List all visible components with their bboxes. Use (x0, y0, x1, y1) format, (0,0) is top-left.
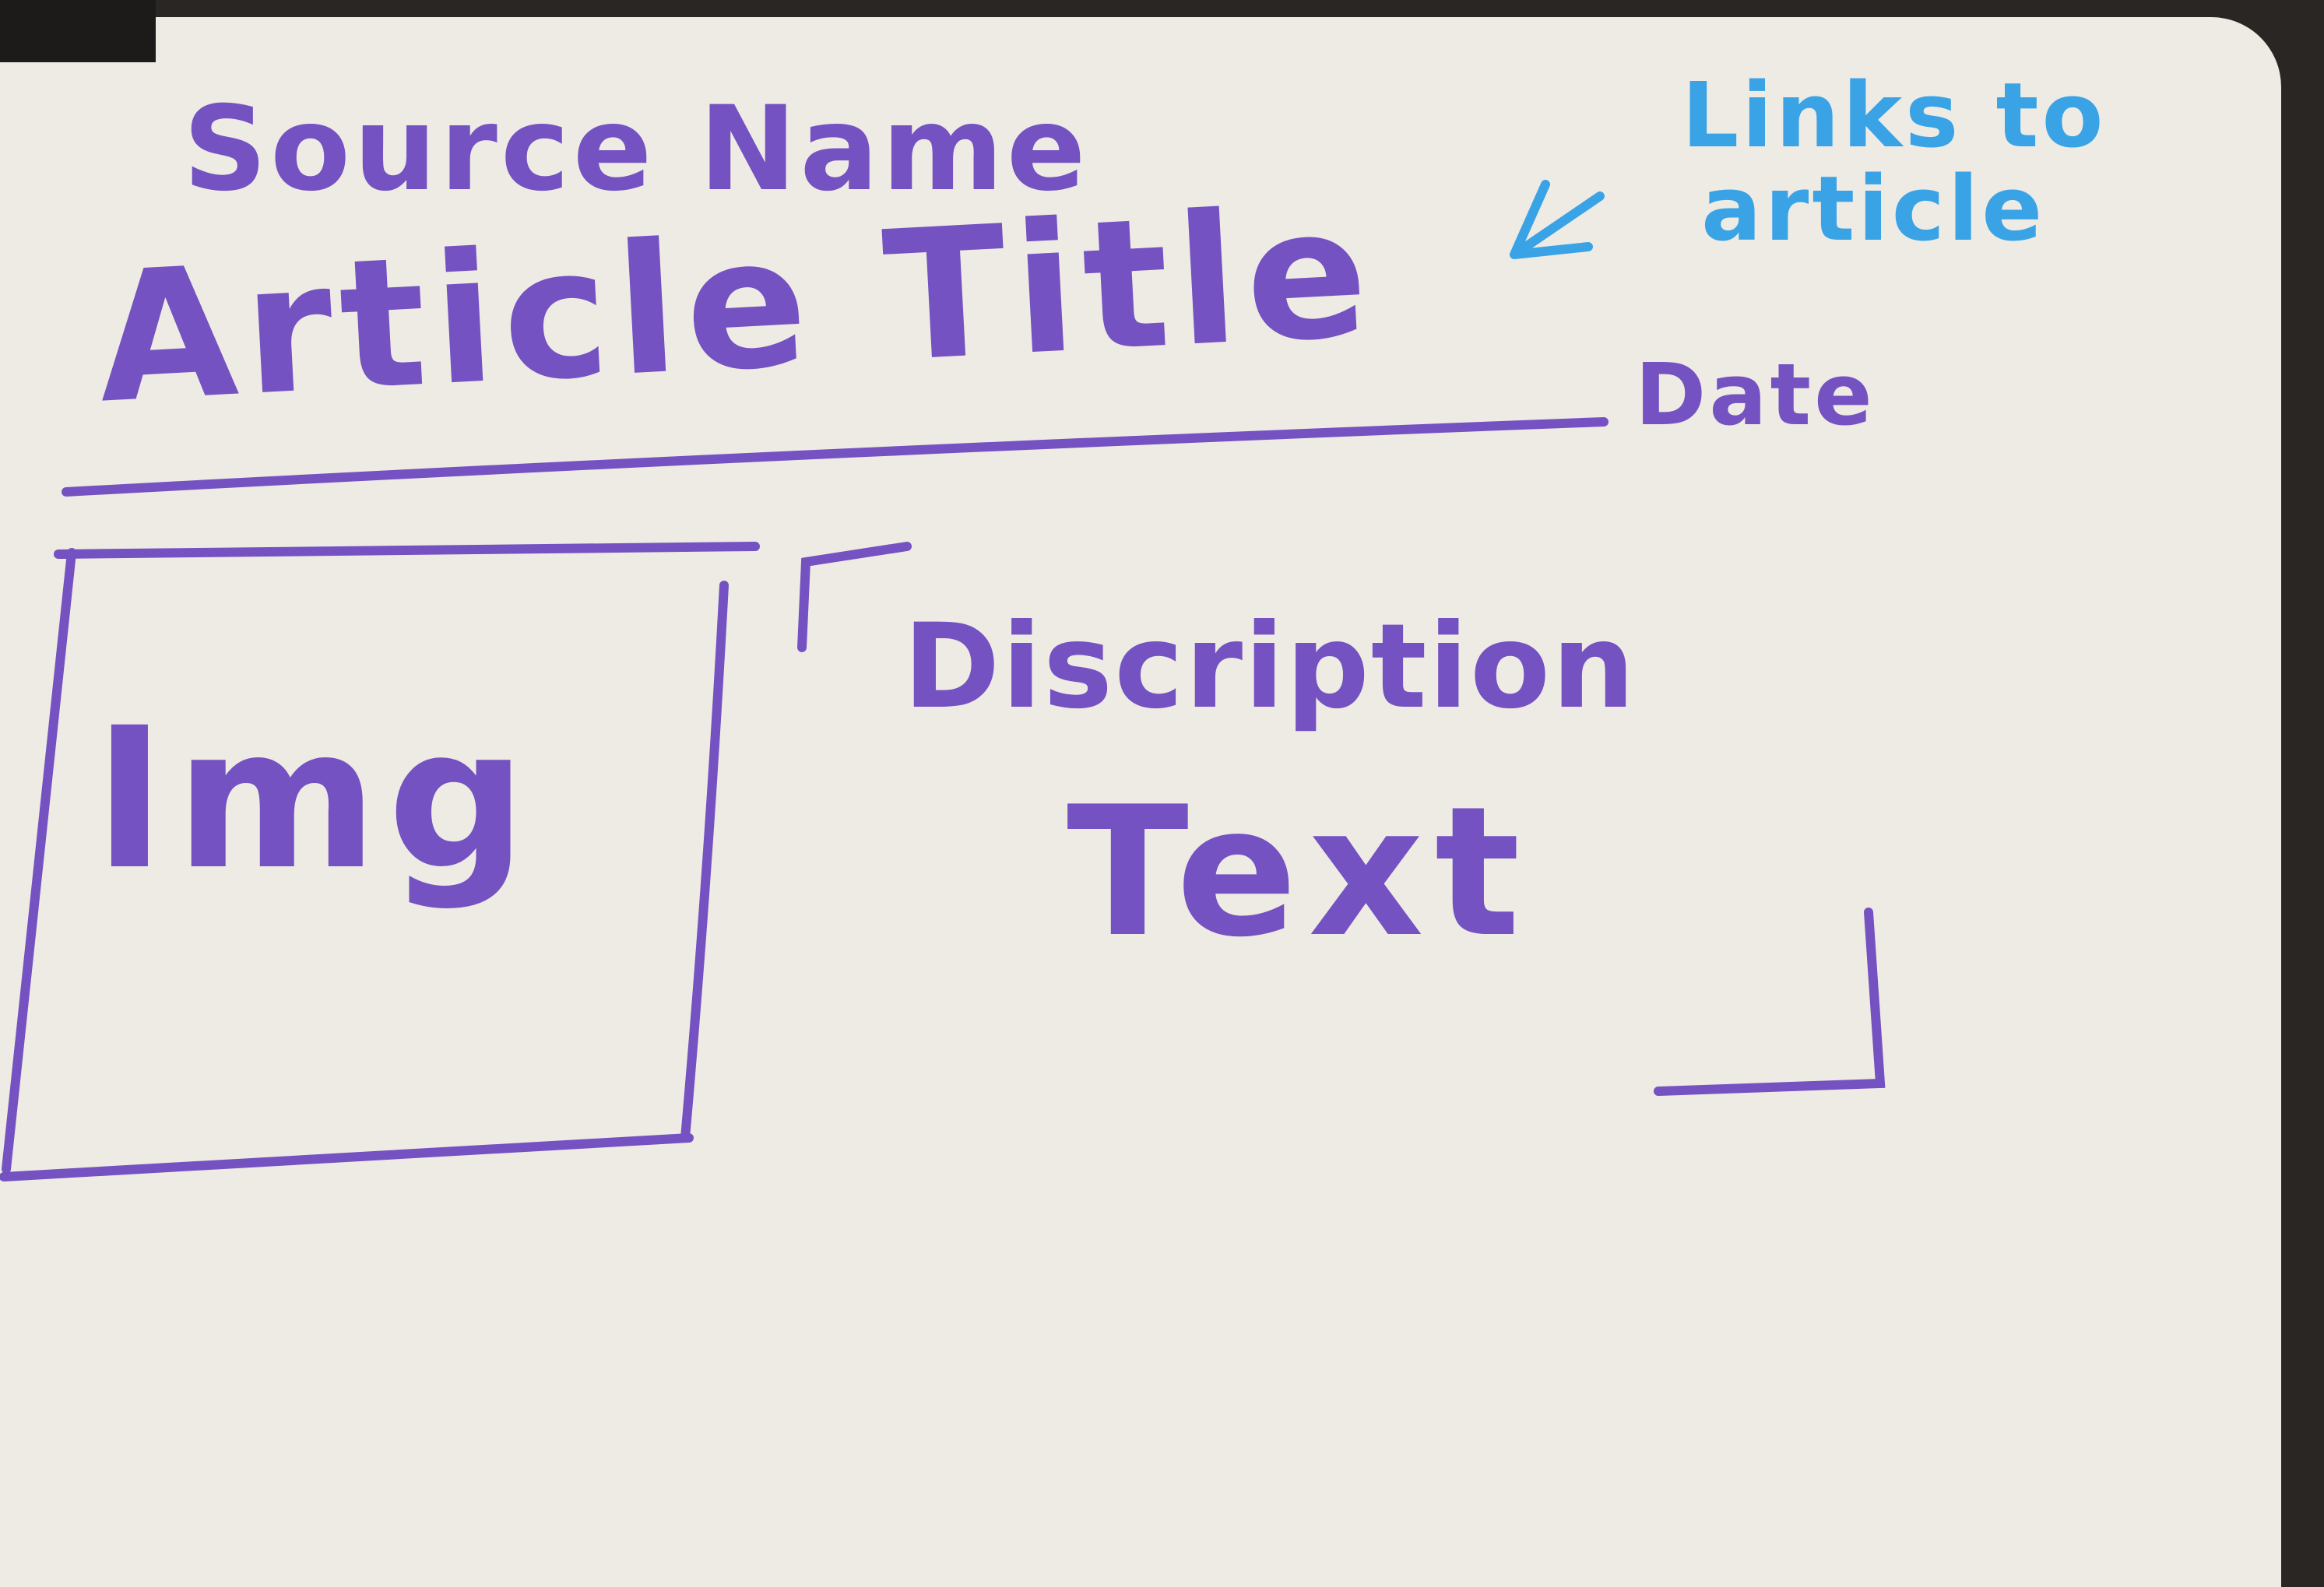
description-bracket-top-left (797, 542, 912, 652)
description-line-2: Text (1067, 769, 1531, 977)
arrow-down-left-icon (1510, 180, 1605, 259)
note-line-2: article (1701, 157, 2046, 262)
whiteboard: Source Name Article Title Date Links to … (0, 17, 2281, 1587)
description-line-1: Discription (903, 599, 1637, 735)
title-underline (62, 417, 1609, 497)
date-label: Date (1635, 345, 1876, 444)
source-name-label: Source Name (183, 82, 1089, 217)
sketch-lines (0, 180, 1886, 1181)
description-bracket-bottom-right (1654, 908, 1886, 1096)
image-placeholder-box (0, 542, 760, 1181)
image-placeholder-label: Img (93, 686, 536, 912)
note-line-1: Links to (1682, 64, 2107, 168)
board-frame-edge (0, 0, 156, 62)
